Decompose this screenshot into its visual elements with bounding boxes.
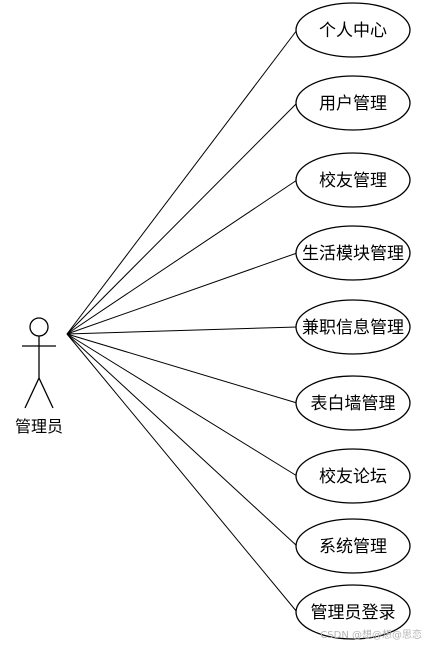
association-line <box>66 179 298 335</box>
use-case: 系统管理 <box>295 518 411 574</box>
association-line <box>66 102 298 335</box>
association-line <box>66 333 298 404</box>
use-case-label: 校友管理 <box>319 171 387 191</box>
use-case-label: 校友论坛 <box>319 467 387 487</box>
use-case: 用户管理 <box>295 75 411 131</box>
use-cases: 个人中心用户管理校友管理生活模块管理兼职信息管理表白墙管理校友论坛系统管理管理员… <box>295 2 411 640</box>
use-case-label: 用户管理 <box>319 94 387 114</box>
use-case: 表白墙管理 <box>295 375 411 431</box>
use-case: 校友管理 <box>295 152 411 208</box>
use-case-ellipse <box>295 375 411 431</box>
association-line <box>66 333 298 613</box>
use-case-label: 个人中心 <box>319 21 387 41</box>
use-case-ellipse <box>295 299 411 355</box>
association-line <box>66 333 298 547</box>
use-case-ellipse <box>295 75 411 131</box>
actor-admin: 管理员 <box>15 317 63 436</box>
use-case: 兼职信息管理 <box>295 299 411 355</box>
use-case-label: 生活模块管理 <box>302 244 404 264</box>
use-case-ellipse <box>295 152 411 208</box>
use-case-label: 系统管理 <box>319 537 387 557</box>
use-case: 管理员登录 <box>295 584 411 640</box>
watermark-text: CSDN @想@想@思恋 <box>320 628 422 641</box>
use-case-label: 兼职信息管理 <box>302 318 404 338</box>
use-case-ellipse <box>295 448 411 504</box>
use-case-label: 管理员登录 <box>311 603 396 623</box>
use-case-ellipse <box>295 518 411 574</box>
actor-left-leg <box>24 377 40 409</box>
actor-right-leg <box>38 377 54 409</box>
association-line <box>66 333 298 477</box>
use-case-ellipse <box>295 225 411 281</box>
use-case-ellipse <box>295 584 411 640</box>
use-case-ellipse <box>295 2 411 58</box>
associations <box>66 29 298 613</box>
actor-head <box>29 317 49 337</box>
association-line <box>66 252 298 335</box>
use-case-label: 表白墙管理 <box>311 394 396 414</box>
use-case: 校友论坛 <box>295 448 411 504</box>
actor-name: 管理员 <box>15 417 63 436</box>
use-case: 个人中心 <box>295 2 411 58</box>
use-case: 生活模块管理 <box>295 225 411 281</box>
association-line <box>66 29 298 335</box>
association-line <box>66 326 298 335</box>
